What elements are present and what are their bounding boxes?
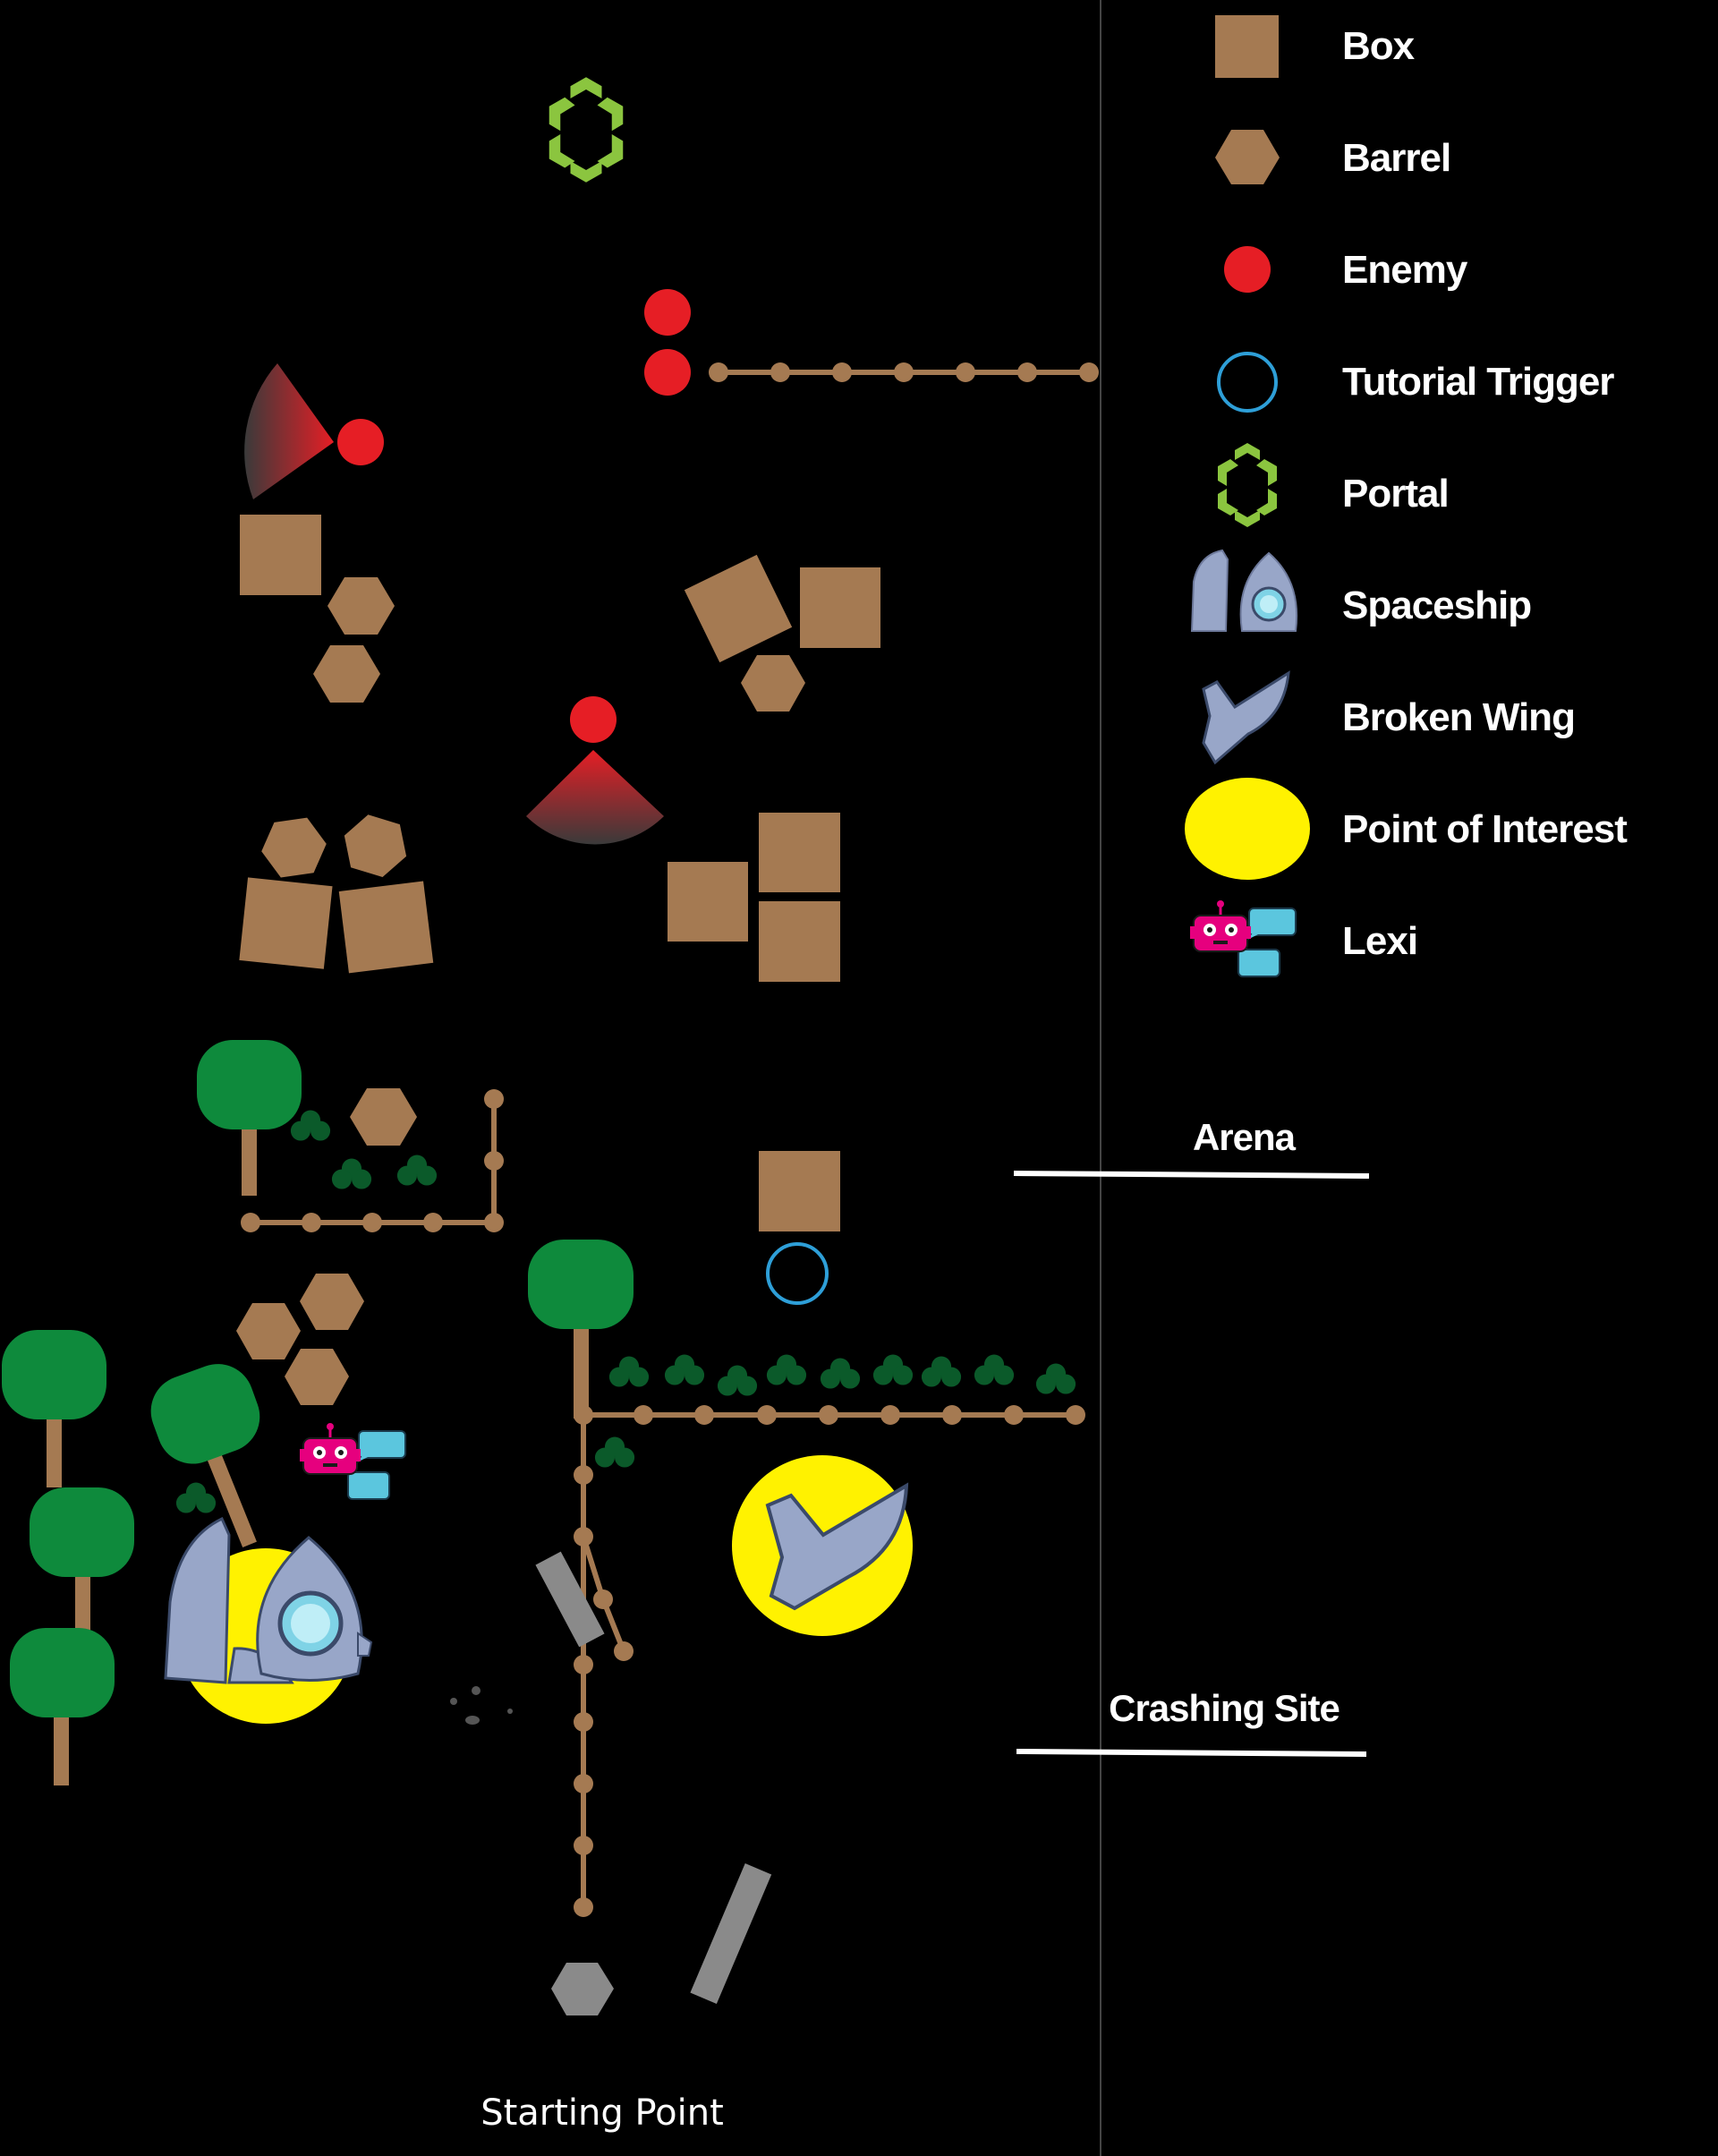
tree <box>528 1240 634 1419</box>
legend-label-barrel: Barrel <box>1342 136 1450 180</box>
barrel <box>313 645 380 703</box>
patrol-path <box>574 1405 1085 1917</box>
lexi-icon <box>1190 899 1297 978</box>
starting-point-label: Starting Point <box>481 2092 724 2134</box>
arena-label: Arena <box>1193 1116 1297 1158</box>
bush <box>1035 1363 1076 1394</box>
bush <box>290 1110 331 1141</box>
legend-label-tutorial-trigger: Tutorial Trigger <box>1342 360 1614 404</box>
box-icon <box>1215 15 1279 78</box>
box <box>338 881 434 974</box>
tree <box>30 1487 134 1650</box>
tutorial-trigger <box>766 1242 829 1305</box>
arena-divider <box>1013 1171 1370 1179</box>
barrel <box>741 655 805 712</box>
enemy <box>570 696 617 743</box>
bush <box>872 1354 914 1385</box>
bush <box>175 1482 217 1513</box>
box <box>759 813 840 892</box>
legend-label-portal: Portal <box>1342 472 1449 516</box>
bush <box>608 1356 650 1387</box>
legend-label-lexi: Lexi <box>1342 919 1417 963</box>
portal-icon <box>1218 443 1277 527</box>
tree <box>2 1330 106 1487</box>
bush <box>820 1358 861 1389</box>
barrel-icon <box>1215 130 1280 184</box>
enemy-vision-cone <box>526 750 664 845</box>
box <box>239 877 333 969</box>
barrel <box>327 577 395 635</box>
barrel <box>300 1274 364 1330</box>
barrel <box>285 1349 349 1405</box>
legend-label-broken-wing: Broken Wing <box>1342 695 1575 739</box>
spaceship-icon <box>1190 549 1298 632</box>
bush <box>594 1436 635 1468</box>
barrel <box>350 1088 417 1146</box>
tree <box>150 1364 260 1547</box>
debris <box>450 1698 457 1705</box>
box <box>668 862 748 942</box>
bush <box>664 1354 705 1385</box>
crashing-site-label: Crashing Site <box>1109 1687 1340 1729</box>
bush <box>766 1354 807 1385</box>
barrel <box>344 814 407 878</box>
enemy <box>644 349 691 396</box>
bush <box>331 1158 372 1189</box>
box <box>800 567 880 648</box>
box <box>759 901 840 982</box>
rock <box>551 1963 614 2015</box>
legend-label-spaceship: Spaceship <box>1342 584 1531 627</box>
legend-label-point-of-interest: Point of Interest <box>1342 807 1628 851</box>
enemy-vision-cone <box>244 363 334 499</box>
enemy <box>337 419 384 465</box>
enemy-icon <box>1224 246 1271 293</box>
tree <box>197 1040 302 1196</box>
point-of-interest-icon <box>1185 778 1310 880</box>
rock <box>535 1551 605 1648</box>
barrel <box>236 1303 301 1359</box>
lexi <box>300 1421 407 1501</box>
broken-wing <box>765 1482 909 1611</box>
box <box>684 554 793 663</box>
tutorial-trigger-icon <box>1217 352 1278 413</box>
portal <box>549 77 624 183</box>
legend-label-box: Box <box>1342 24 1416 68</box>
bush <box>921 1356 962 1387</box>
patrol-path <box>709 362 1099 382</box>
debris <box>472 1686 481 1695</box>
enemy <box>644 289 691 336</box>
broken-wing-icon <box>1202 670 1290 765</box>
rock <box>690 1862 772 2004</box>
box <box>759 1151 840 1231</box>
barrel <box>261 817 327 878</box>
tree <box>10 1628 115 1785</box>
legend-label-enemy: Enemy <box>1342 248 1468 292</box>
debris <box>507 1709 513 1714</box>
patrol-path <box>241 1089 504 1232</box>
bush <box>974 1354 1015 1385</box>
bush <box>717 1365 758 1396</box>
bush <box>396 1155 438 1186</box>
spaceship <box>164 1516 373 1684</box>
debris <box>465 1716 480 1725</box>
box <box>240 515 321 595</box>
crashing-site-divider <box>1016 1749 1367 1757</box>
